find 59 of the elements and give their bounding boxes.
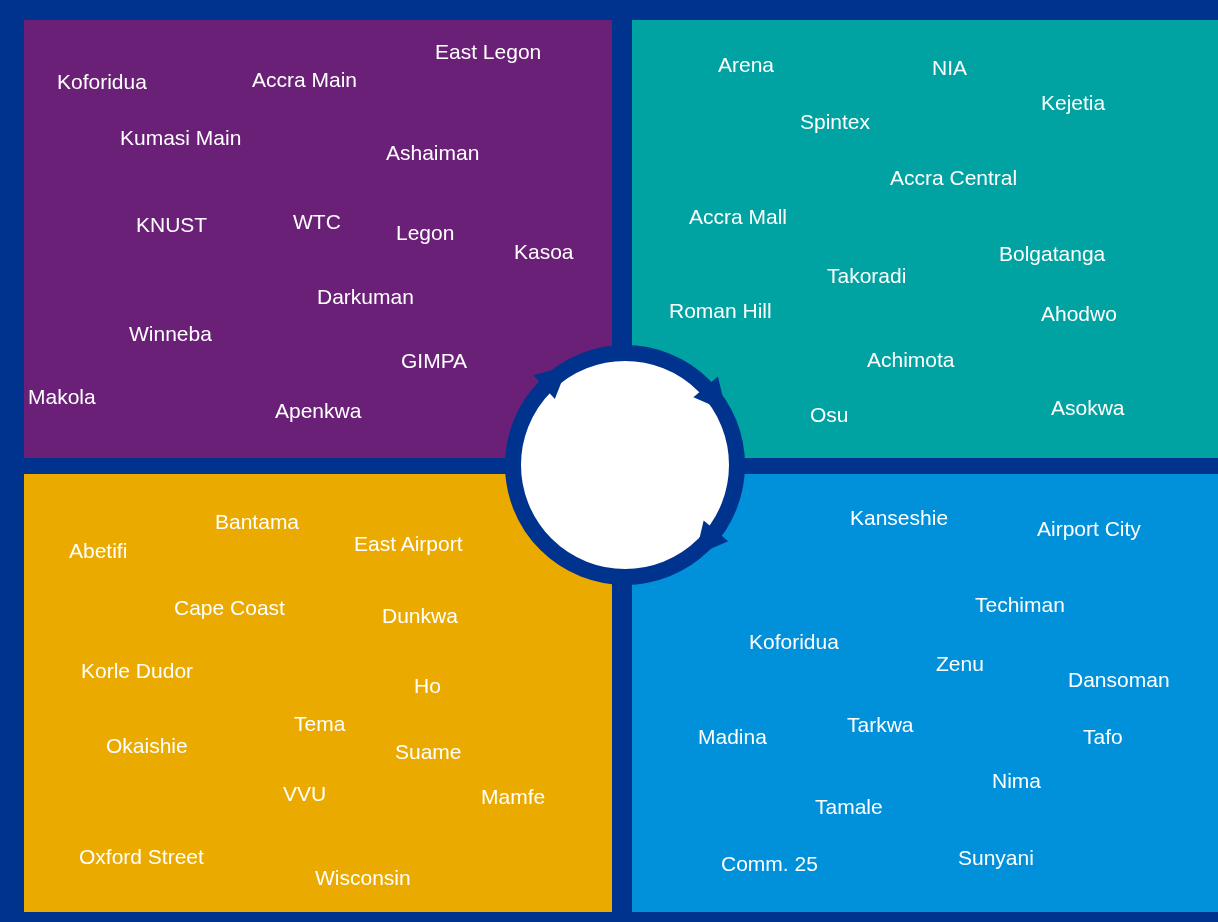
place-name: Arena [718,53,775,77]
place-name: Spintex [800,110,871,134]
place-name: Kasoa [514,240,574,264]
place-name: Koforidua [57,70,147,94]
place-name: Nima [992,769,1041,793]
place-name: Bolgatanga [999,242,1106,266]
place-name: Suame [395,740,462,764]
place-name: Tafo [1083,725,1123,749]
place-name: Sunyani [958,846,1034,870]
place-name: Winneba [129,322,212,346]
place-name: Techiman [975,593,1065,617]
place-name: Okaishie [106,734,188,758]
place-name: WTC [293,210,341,234]
quadrant-panel [24,474,612,912]
place-name: NIA [932,56,967,80]
place-name: Madina [698,725,767,749]
place-name: Tamale [815,795,883,819]
quadrant-panel [24,20,612,458]
place-name: Ahodwo [1041,302,1117,326]
place-name: Takoradi [827,264,907,288]
place-name: Darkuman [317,285,414,309]
place-name: Asokwa [1051,396,1125,420]
place-name: Comm. 25 [721,852,818,876]
place-name: Legon [396,221,455,245]
place-name: Korle Dudor [81,659,194,683]
place-name: Makola [28,385,96,409]
place-name: Tema [294,712,346,736]
place-name: Ashaiman [386,141,480,165]
place-name: Oxford Street [79,845,204,869]
place-name: Achimota [867,348,955,372]
place-name: Dansoman [1068,668,1170,692]
place-name: Accra Main [252,68,358,92]
place-name: Accra Central [890,166,1018,190]
place-name: Accra Mall [689,205,788,229]
place-name: Kejetia [1041,91,1106,115]
quadrant-panel [632,474,1218,912]
place-name: Mamfe [481,785,546,809]
quadrant-panel [632,20,1218,458]
place-name: Zenu [936,652,984,676]
place-name: VVU [283,782,327,806]
place-name: Ho [414,674,441,698]
place-name: Tarkwa [847,713,914,737]
place-name: Koforidua [749,630,839,654]
place-name: Kanseshie [850,506,949,530]
place-name: KNUST [136,213,208,237]
place-name: Abetifi [69,539,128,563]
place-name: East Legon [435,40,542,64]
place-name: Dunkwa [382,604,458,628]
place-name: Wisconsin [315,866,411,890]
place-name: East Airport [354,532,463,556]
place-name: Cape Coast [174,596,285,620]
place-name: Kumasi Main [120,126,242,150]
place-name: Osu [810,403,849,427]
place-name: Roman Hill [669,299,772,323]
place-name: GIMPA [401,349,468,373]
cycle-circle [505,345,745,585]
place-name: Bantama [215,510,300,534]
place-name: Airport City [1037,517,1141,541]
place-name: Apenkwa [275,399,362,423]
